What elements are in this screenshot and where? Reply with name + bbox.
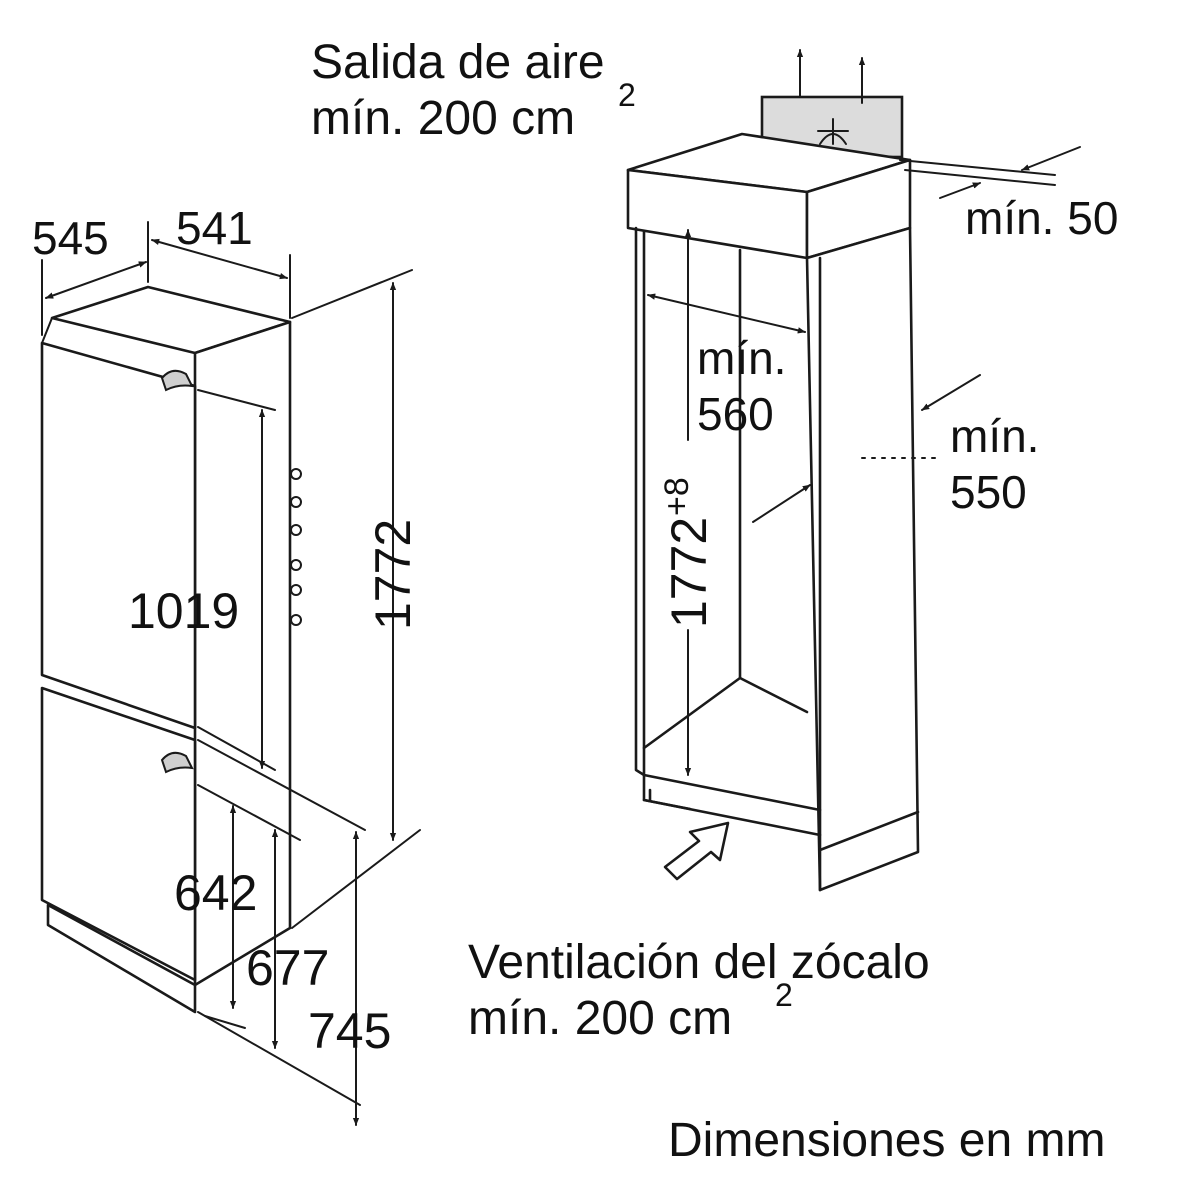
- niche-drawing: [626, 49, 1081, 892]
- niche-width-label-2: 560: [697, 388, 774, 440]
- appliance-width-label: 541: [176, 202, 253, 254]
- niche-height-tolerance: +8: [658, 477, 696, 516]
- air-outlet-area: mín. 200 cm: [311, 92, 575, 145]
- hinge-marks: [290, 468, 302, 626]
- appliance-depth-label: 545: [32, 212, 109, 264]
- niche-height-label: 1772: [661, 517, 717, 628]
- appliance-drawing: [40, 221, 421, 1126]
- lower-handle-icon: [160, 751, 194, 774]
- plinth-vent-area: mín. 200 cm: [468, 992, 732, 1045]
- niche-width-label-1: mín.: [697, 332, 786, 384]
- plinth-vent-title: Ventilación del zócalo: [468, 936, 930, 989]
- air-outlet-area-sup: 2: [618, 77, 636, 113]
- niche-depth-label-1: mín.: [950, 410, 1039, 462]
- dim-642-label: 642: [174, 865, 257, 921]
- air-outlet-title: Salida de aire: [311, 36, 605, 89]
- dim-677-label: 677: [246, 940, 329, 996]
- upper-door-label: 1019: [128, 583, 239, 639]
- appliance-height-label: 1772: [365, 519, 421, 630]
- dim-745-label: 745: [308, 1003, 391, 1059]
- gap-top-label: mín. 50: [965, 192, 1118, 244]
- upper-handle-icon: [160, 369, 194, 392]
- plinth-vent-area-sup: 2: [775, 977, 793, 1013]
- vent-symbol-icon: [817, 118, 849, 145]
- units-note: Dimensiones en mm: [668, 1114, 1105, 1167]
- plinth-vent-arrow-icon: [663, 821, 730, 881]
- niche-depth-label-2: 550: [950, 466, 1027, 518]
